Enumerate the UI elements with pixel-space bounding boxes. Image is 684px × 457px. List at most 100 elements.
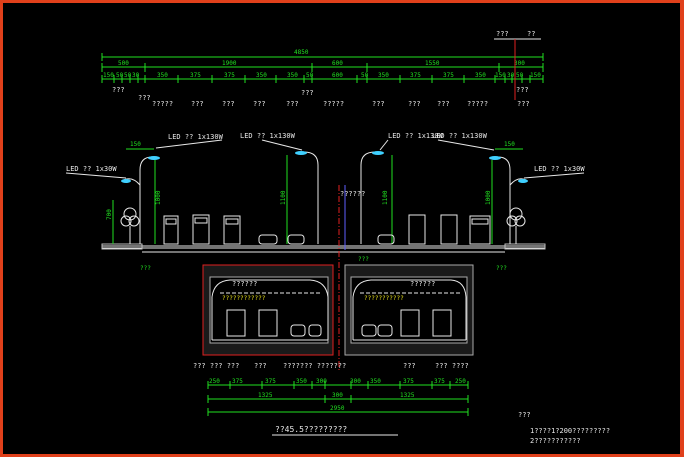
- top-label-3: ???: [191, 100, 204, 108]
- arm-dim-left: 150: [130, 141, 141, 148]
- top-label-2: ?????: [152, 100, 173, 108]
- top-label-12: ?????: [467, 100, 488, 108]
- dim-r2-0: 150: [103, 72, 114, 79]
- tree-height-dim: 700: [106, 209, 113, 220]
- dim-r2-4: 350: [157, 72, 168, 79]
- tunnel-left-title: ??????: [232, 280, 257, 288]
- lamp-label-6: LED ?? 1x30W: [534, 165, 585, 173]
- ground-label-2: ???: [496, 265, 507, 272]
- dim-r2-13: 375: [410, 72, 421, 79]
- lamp-head-6: [518, 179, 528, 183]
- top-label-10: ???: [408, 100, 421, 108]
- dim-r1-4: 300: [514, 60, 525, 67]
- lamp-label-1: LED ?? 1x130W: [168, 133, 224, 141]
- top-label-13: ???: [516, 86, 529, 94]
- dim-r2-2: 50: [124, 72, 132, 79]
- arm-dim-right: 150: [504, 141, 515, 148]
- lamp-label-2: LED ?? 1x130W: [240, 132, 296, 140]
- dim-r2-1: 50: [116, 72, 124, 79]
- ground-label-1: ???: [358, 256, 369, 263]
- top-right-label-a: ???: [496, 30, 509, 38]
- drawing-caption: ??45.5?????????: [275, 425, 347, 434]
- lamp-label-5: LED ?? 1x30W: [66, 165, 117, 173]
- dim-r2-19: 150: [530, 72, 541, 79]
- dim-r2-3: 30: [132, 72, 140, 79]
- bdim-r2-1: 300: [332, 392, 343, 399]
- notes-heading: ???: [518, 411, 531, 419]
- top-section-labels: ??? ??? ????? ??? ??? ??? ??? ??? ????? …: [112, 86, 530, 108]
- median-label: ??????: [340, 190, 365, 198]
- lamp-head-3: [295, 151, 307, 155]
- dim-r2-5: 375: [190, 72, 201, 79]
- tree-right: [506, 207, 526, 244]
- dim-r2-8: 350: [287, 72, 298, 79]
- pole-dim-a: 1000: [155, 190, 162, 205]
- pole-dim-c: 1100: [382, 190, 389, 205]
- bottom-label-4: ??? ????: [435, 362, 469, 370]
- dim-r1-1: 1900: [222, 60, 237, 67]
- lamp-head-2: [121, 179, 131, 183]
- notes-line-2: 2???????????: [530, 437, 581, 445]
- bottom-label-1: ???: [254, 362, 267, 370]
- lamp-label-4: LED ?? 1x130W: [432, 132, 488, 140]
- bottom-label-3: ???: [403, 362, 416, 370]
- tree-left: [120, 207, 140, 244]
- lamp-head-5: [489, 156, 501, 160]
- dim-r2-15: 350: [475, 72, 486, 79]
- bdim-r1-9: 250: [455, 378, 466, 385]
- bdim-r1-3: 350: [296, 378, 307, 385]
- bottom-label-0: ??? ??? ???: [193, 362, 239, 370]
- top-label-4: ???: [222, 100, 235, 108]
- lamp-label-3: LED ?? 1x130W: [388, 132, 444, 140]
- pole-dim-d: 1000: [485, 190, 492, 205]
- bdim-r1-2: 375: [265, 378, 276, 385]
- bdim-r1-0: 250: [209, 378, 220, 385]
- road-section: 150 150 1000 1100 1100 1000 700 LED ?? 1…: [65, 132, 585, 370]
- notes-line-1: 1????1?200?????????: [530, 427, 610, 435]
- dim-r2-14: 375: [443, 72, 454, 79]
- bdim-r1-5: 300: [350, 378, 361, 385]
- bdim-r2-2: 1325: [400, 392, 415, 399]
- tunnel-right: ?????? ???????????: [344, 264, 474, 356]
- top-right-label-b: ??: [527, 30, 535, 38]
- dim-r1-2: 600: [332, 60, 343, 67]
- top-label-0: ???: [112, 86, 125, 94]
- dim-r2-16: 150: [495, 72, 506, 79]
- bdim-overall: 2950: [330, 405, 345, 412]
- top-label-7: ???: [301, 89, 314, 97]
- bdim-r1-1: 375: [232, 378, 243, 385]
- top-label-9: ???: [372, 100, 385, 108]
- ground-label-0: ???: [140, 265, 151, 272]
- dim-r2-6: 375: [224, 72, 235, 79]
- dim-r2-10: 600: [332, 72, 343, 79]
- dim-r1-3: 1550: [425, 60, 440, 67]
- dim-overall: 4850: [294, 49, 309, 56]
- dim-r2-7: 350: [256, 72, 267, 79]
- bdim-r1-8: 375: [434, 378, 445, 385]
- tunnel-left: ?????? ????????????: [202, 264, 334, 356]
- dim-r2-18: 50: [516, 72, 524, 79]
- top-label-1: ???: [138, 94, 151, 102]
- dim-r2-11: 50: [361, 72, 369, 79]
- top-dimension-chain: 4850 500 1900 600 1550 300 150 50 50 30 …: [101, 30, 544, 100]
- tunnel-right-lamp-row: ???????????: [364, 295, 404, 302]
- pole-dim-b: 1100: [280, 190, 287, 205]
- vehicles: [163, 214, 491, 245]
- dim-r2-9: 50: [306, 72, 314, 79]
- top-label-11: ???: [437, 100, 450, 108]
- bottom-dimension-chain: 250 375 375 350 300 300 350 375 375 250 …: [207, 378, 469, 416]
- lamp-head-1: [148, 156, 160, 160]
- bdim-r1-4: 300: [316, 378, 327, 385]
- tunnel-left-lamp-row: ????????????: [222, 295, 266, 302]
- bdim-r1-7: 375: [403, 378, 414, 385]
- bottom-label-2: ??????? ???????: [283, 362, 346, 370]
- top-label-8: ?????: [323, 100, 344, 108]
- bottom-labels: ??? ??? ??? ??? ??????? ??????? ??? ??? …: [193, 362, 469, 370]
- tunnel-right-title: ??????: [410, 280, 435, 288]
- bdim-r2-0: 1325: [258, 392, 273, 399]
- lamp-head-4: [372, 151, 384, 155]
- dim-r2-17: 30: [507, 72, 515, 79]
- top-label-6: ???: [286, 100, 299, 108]
